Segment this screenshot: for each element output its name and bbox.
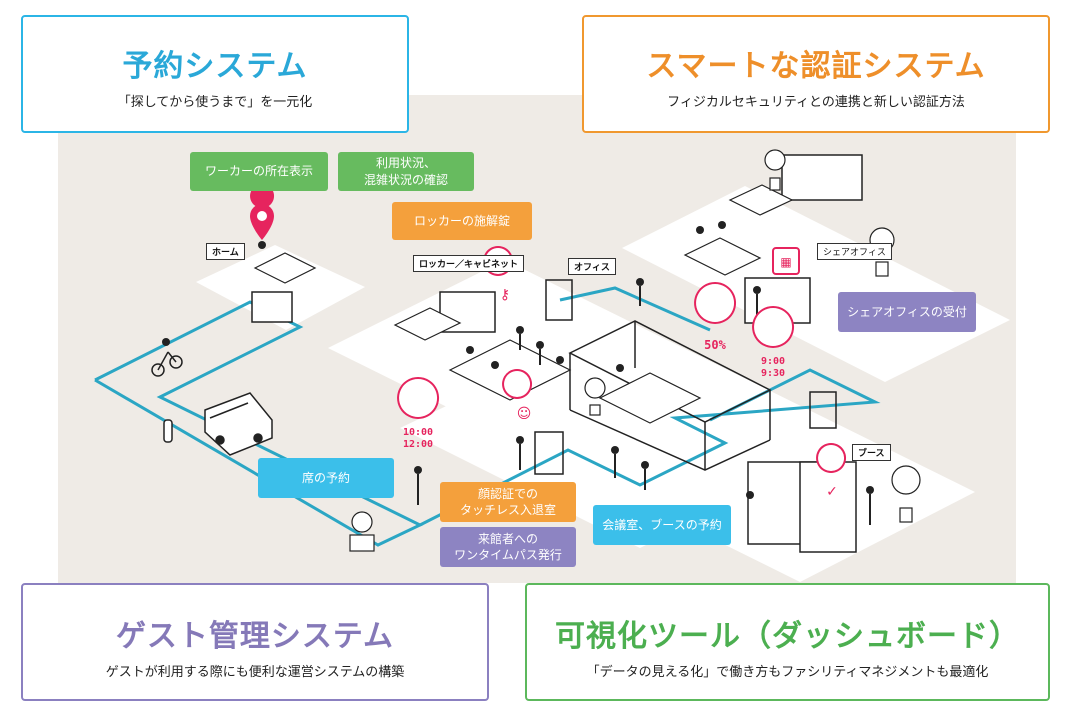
office-door-2 xyxy=(809,391,837,429)
entrance-door xyxy=(534,431,564,475)
guest-system-title: ゲスト管理システム xyxy=(115,619,395,654)
check-bubble-icon xyxy=(816,443,847,473)
walkway-path-3 xyxy=(559,286,711,332)
reservation-system-subtitle: 「探してから使うまで」を一元化 xyxy=(117,95,313,110)
usage-status-tag: 利用状況、 混雑状況の確認 xyxy=(338,152,474,191)
guest-system-subtitle: ゲストが利用する際にも便利な運営システムの構築 xyxy=(105,665,405,680)
locker-lock-tag: ロッカーの施解錠 xyxy=(392,202,532,240)
face-bubble-icon xyxy=(502,369,533,399)
bicycle-icon xyxy=(151,351,183,377)
visualization-tool-card: 可視化ツール（ダッシュボード） 「データの見える化」で働き方もファシリティマネジ… xyxy=(525,583,1050,701)
location-pin-icon xyxy=(250,184,275,240)
guest-system-card: ゲスト管理システム ゲストが利用する際にも便利な運営システムの構築 xyxy=(21,583,489,701)
svg-text:✓: ✓ xyxy=(826,484,838,500)
qr-code-icon xyxy=(772,247,800,275)
reservation-system-card: 予約システム 「探してから使うまで」を一元化 xyxy=(21,15,409,133)
auth-system-title: スマートな認証システム xyxy=(646,49,986,84)
share-office-label: シェアオフィス xyxy=(817,243,892,260)
bus-icon xyxy=(204,392,273,456)
walkway-path-2 xyxy=(419,368,881,527)
svg-text:☺: ☺ xyxy=(517,406,532,422)
home-label: ホーム xyxy=(206,243,245,260)
share-office-reception-tag: シェアオフィスの受付 xyxy=(838,292,976,332)
time-bubble-b-icon xyxy=(397,377,439,419)
office-label: オフィス xyxy=(568,258,616,275)
walkway-path xyxy=(94,300,424,547)
reservation-system-title: 予約システム xyxy=(122,49,308,84)
auth-system-card: スマートな認証システム フィジカルセキュリティとの連携と新しい認証方法 xyxy=(582,15,1050,133)
auth-system-subtitle: フィジカルセキュリティとの連携と新しい認証方法 xyxy=(667,95,965,110)
worker-location-tag: ワーカーの所在表示 xyxy=(190,152,328,191)
booth-label: ブース xyxy=(852,444,891,461)
visualization-tool-subtitle: 「データの見える化」で働き方もファシリティマネジメントも最適化 xyxy=(586,665,989,680)
seat-reservation-tag: 席の予約 xyxy=(258,458,394,498)
office-door xyxy=(545,279,573,321)
visitor-pass-tag: 来館者への ワンタイムパス発行 xyxy=(440,527,576,567)
locker-label: ロッカー／キャビネット xyxy=(413,255,525,272)
face-auth-tag: 顔認証での タッチレス入退室 xyxy=(440,482,576,522)
share-office-floor xyxy=(622,186,1010,382)
bus-stop-icon xyxy=(163,419,173,443)
visualization-tool-title: 可視化ツール（ダッシュボード） xyxy=(555,619,1020,654)
svg-text:▦: ▦ xyxy=(780,255,791,269)
svg-text:⚷: ⚷ xyxy=(500,287,510,303)
percent-bubble-icon xyxy=(694,282,736,324)
percent-value: 50% xyxy=(704,338,726,352)
meeting-booth-reservation-tag: 会議室、ブースの予約 xyxy=(593,505,731,545)
time-bubble-a-icon xyxy=(752,306,794,348)
home-floor xyxy=(196,245,365,330)
